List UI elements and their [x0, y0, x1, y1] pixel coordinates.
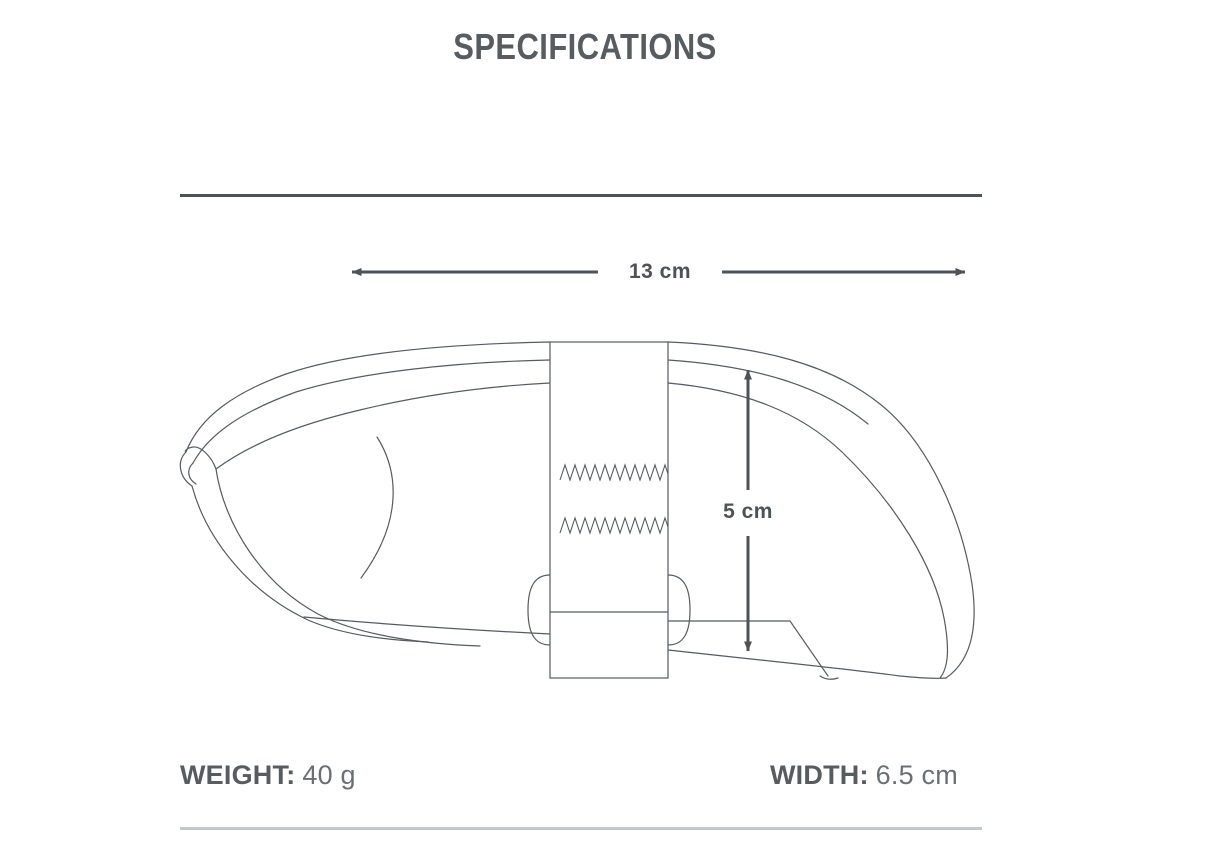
page-title: SPECIFICATIONS — [453, 26, 717, 67]
bag-bottom-left-line — [303, 616, 551, 635]
bag-flap-tip-curve — [819, 675, 839, 680]
bag-nose-inner-line — [188, 462, 197, 485]
bag-interior-crease-line — [360, 436, 394, 579]
bag-body-top-left-line — [215, 382, 551, 470]
strap-tab-left — [527, 574, 551, 646]
bag-lower-front-inner-line — [215, 468, 481, 647]
bag-flap-line — [667, 620, 829, 677]
strap-group — [527, 341, 691, 679]
spec-weight-value: 40 g — [302, 760, 356, 790]
bag-nose-tip-line — [179, 451, 193, 487]
strap-stitch-row-2 — [559, 516, 669, 535]
spec-width-key: WIDTH: — [770, 760, 869, 790]
spec-weight: WEIGHT:40 g — [180, 758, 356, 792]
divider-bottom — [180, 827, 982, 830]
bag-welt-right-line — [667, 359, 869, 425]
strap-tab-right — [667, 574, 691, 646]
height-dimension-label: 5 cm — [723, 500, 773, 523]
bag-top-outer-left-line — [185, 341, 551, 453]
bag-lower-front-outer-line — [191, 485, 429, 643]
divider-top — [180, 194, 982, 197]
strap-stitch-row-1 — [559, 463, 669, 482]
bag-outline-group — [179, 341, 975, 680]
bag-body-top-right-line — [667, 382, 949, 679]
bag-welt-left-line — [192, 359, 551, 464]
bag-bottom-right-line — [667, 649, 947, 679]
length-dimension-label: 13 cm — [628, 260, 692, 283]
bag-nose-top-curve — [184, 446, 217, 470]
spec-width-value: 6.5 cm — [875, 760, 958, 790]
spec-width: WIDTH:6.5 cm — [770, 758, 958, 792]
spec-weight-key: WEIGHT: — [180, 760, 296, 790]
strap-band — [549, 341, 669, 679]
